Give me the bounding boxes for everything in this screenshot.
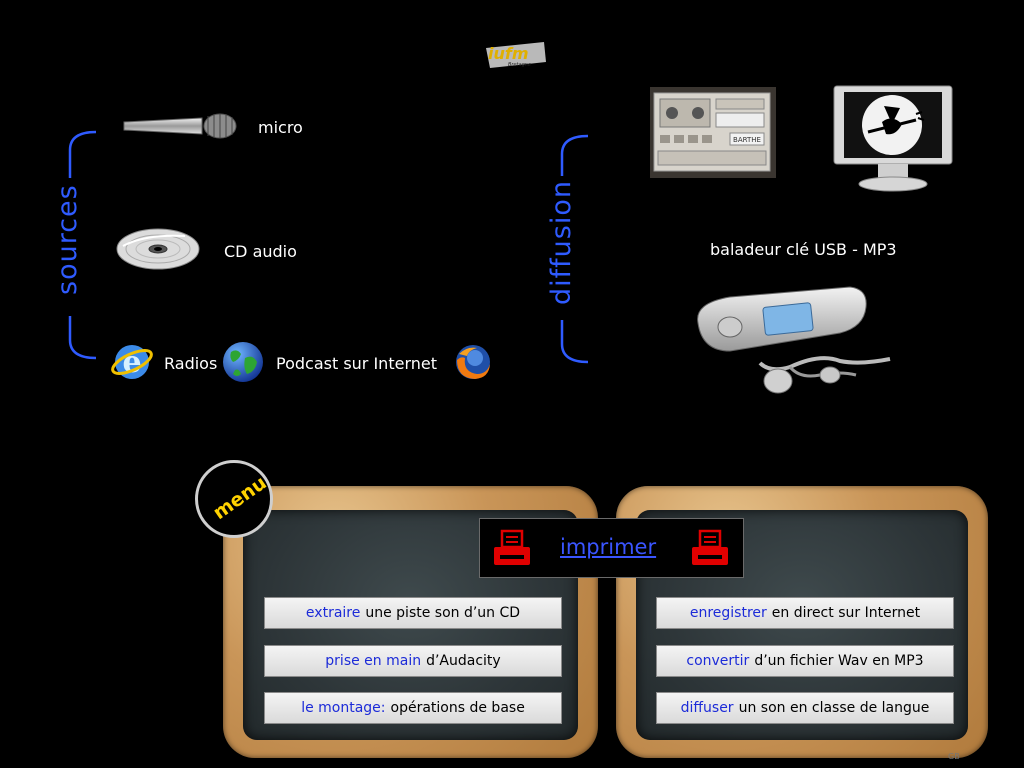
author-initials: GB <box>948 752 960 761</box>
baladeur-label: baladeur clé USB - MP3 <box>710 240 897 259</box>
cd-audio-label: CD audio <box>224 242 297 261</box>
diffuser-button[interactable]: diffuser un son en classe de langue <box>656 692 954 724</box>
iufm-logo: iufm Bretagne <box>484 40 548 70</box>
internet-explorer-icon[interactable]: e <box>110 340 154 384</box>
logo-text: iufm <box>488 44 529 63</box>
button-keyword: le montage: <box>301 700 386 716</box>
printer-icon-left[interactable] <box>492 529 534 569</box>
recorder-brand: BARTHE <box>733 136 761 144</box>
button-text: une piste son d’un CD <box>365 605 521 621</box>
cd-icon[interactable] <box>115 226 201 272</box>
podcast-label: Podcast sur Internet <box>276 354 437 373</box>
diffusion-label: diffusion <box>546 180 577 305</box>
button-keyword: extraire <box>305 605 361 621</box>
convertir-button[interactable]: convertir d’un fichier Wav en MP3 <box>656 645 954 677</box>
button-text: opérations de base <box>390 700 525 716</box>
button-text: un son en classe de langue <box>738 700 930 716</box>
cassette-recorder-image: BARTHE <box>650 87 776 178</box>
printer-icon-right[interactable] <box>690 529 732 569</box>
micro-label: micro <box>258 118 303 137</box>
button-keyword: convertir <box>686 653 750 669</box>
enregistrer-button[interactable]: enregistrer en direct sur Internet <box>656 597 954 629</box>
logo-subtext: Bretagne <box>508 62 531 68</box>
button-text: en direct sur Internet <box>771 605 921 621</box>
menu-button[interactable]: menu <box>195 460 273 538</box>
button-keyword: prise en main <box>325 653 422 669</box>
monitor-witch-image <box>833 85 953 192</box>
radios-label: Radios <box>164 354 218 373</box>
globe-icon[interactable] <box>221 340 265 384</box>
montage-button[interactable]: le montage: opérations de base <box>264 692 562 724</box>
diffusion-bracket <box>560 134 589 364</box>
print-link[interactable]: imprimer <box>560 535 657 559</box>
firefox-icon[interactable] <box>453 342 493 382</box>
button-keyword: enregistrer <box>689 605 767 621</box>
menu-label: menu <box>209 471 271 525</box>
print-box: imprimer <box>479 518 744 578</box>
mp3-player-image <box>697 286 891 394</box>
sources-bracket <box>68 130 97 360</box>
button-text: d’un fichier Wav en MP3 <box>754 653 924 669</box>
microphone-icon[interactable] <box>122 112 240 142</box>
button-keyword: diffuser <box>680 700 734 716</box>
prise-en-main-button[interactable]: prise en main d’Audacity <box>264 645 562 677</box>
extraire-button[interactable]: extraire une piste son d’un CD <box>264 597 562 629</box>
sources-label: sources <box>52 184 83 295</box>
button-text: d’Audacity <box>426 653 501 669</box>
